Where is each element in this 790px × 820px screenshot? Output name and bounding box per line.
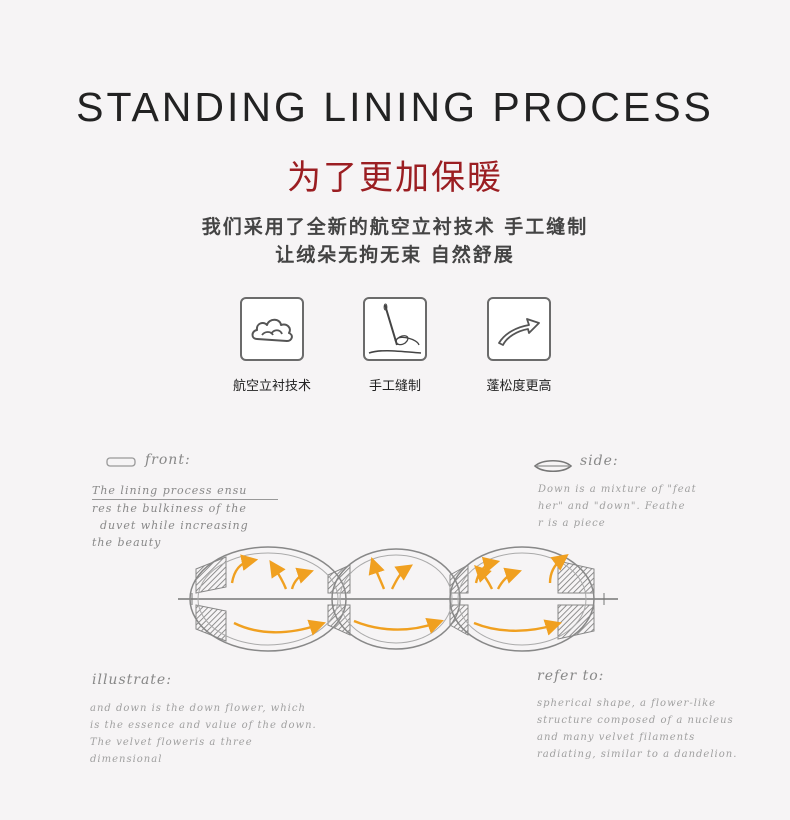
feature-icon-box (363, 297, 427, 361)
refer-note-line: structure composed of a nucleus (537, 715, 734, 726)
front-note-line: The lining process ensu (92, 482, 278, 500)
front-heading: front: (145, 452, 191, 468)
illustrate-heading: illustrate: (92, 672, 172, 688)
refer-note: spherical shape, a flower-like structure… (537, 695, 737, 763)
illustrate-note-line: and down is the down flower, which (90, 703, 306, 714)
refer-note-line: and many velvet filaments (537, 732, 696, 743)
cloud-icon (251, 318, 293, 342)
front-view-icon (106, 457, 136, 467)
side-view-icon (533, 460, 573, 472)
feature-higher-fluffiness: 蓬松度更高 (459, 297, 579, 394)
side-note-line: her" and "down". Feathe (538, 501, 686, 512)
page-subtitle: 为了更加保暖 (287, 158, 503, 198)
feature-label: 手工缝制 (368, 379, 421, 394)
side-heading: side: (580, 453, 619, 469)
feature-icon-box (487, 297, 551, 361)
feature-label: 航空立衬技术 (232, 379, 311, 394)
front-note: The lining process ensu res the bulkines… (92, 482, 278, 551)
refer-note-line: spherical shape, a flower-like (537, 698, 717, 709)
illustrate-note-line: is the essence and value of the down. (90, 720, 317, 731)
description-line-1: 我们采用了全新的航空立衬技术 手工缝制 (201, 216, 589, 238)
side-note: Down is a mixture of "feat her" and "dow… (538, 481, 697, 532)
front-note-line: res the bulkiness of the (92, 502, 247, 515)
feature-handmade: 手工缝制 (335, 297, 455, 394)
refer-note-line: radiating, similar to a dandelion. (537, 749, 738, 760)
side-note-line: Down is a mixture of "feat (538, 484, 697, 495)
front-note-line: the beauty (92, 536, 162, 549)
front-note-line: duvet while increasing (100, 519, 249, 532)
description-line-2: 让绒朵无拘无束 自然舒展 (275, 244, 515, 266)
arrow-up-icon (498, 318, 540, 346)
lining-cross-section-diagram (178, 546, 618, 652)
refer-heading: refer to: (537, 668, 605, 684)
feature-lining-tech: 航空立衬技术 (212, 297, 332, 394)
illustrate-note-line: dimensional (90, 754, 163, 765)
illustrate-note: and down is the down flower, which is th… (90, 700, 317, 768)
page-title: STANDING LINING PROCESS (76, 84, 714, 130)
illustrate-note-line: The velvet floweris a three (90, 737, 253, 748)
needle-icon (368, 303, 422, 354)
feature-label: 蓬松度更高 (486, 379, 552, 394)
side-note-line: r is a piece (538, 518, 606, 529)
feature-icon-box (240, 297, 304, 361)
